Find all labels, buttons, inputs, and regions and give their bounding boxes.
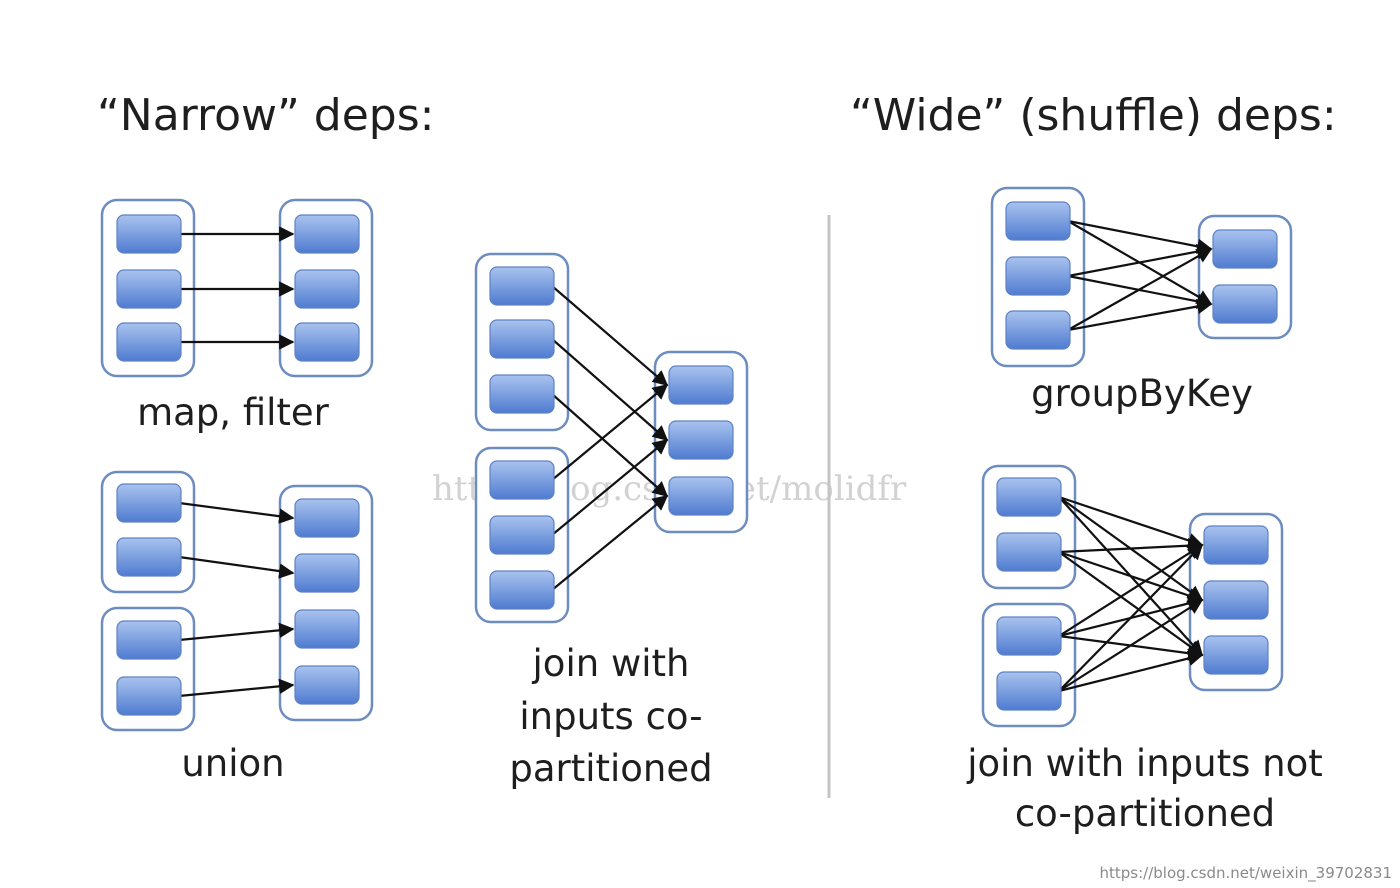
partition-uniR-3 xyxy=(294,609,360,649)
source-credit: https://blog.csdn.net/weixin_39702831 xyxy=(1099,864,1392,883)
partition-cpA-3 xyxy=(489,374,555,414)
groupbykey-caption: groupByKey xyxy=(1031,372,1253,415)
partition-mapL-3 xyxy=(116,322,182,362)
partition-gbL-3 xyxy=(1005,310,1071,350)
partitions xyxy=(116,201,1278,716)
partition-cpR-2 xyxy=(668,420,734,460)
dependency-arrow-25 xyxy=(1058,551,1204,656)
dependency-arrow-13 xyxy=(551,495,669,591)
partition-mapL-1 xyxy=(116,214,182,254)
partition-cpR-1 xyxy=(668,365,734,405)
dependency-arrow-12 xyxy=(551,439,669,536)
dependency-arrow-6 xyxy=(178,622,295,642)
partition-ncB-1 xyxy=(996,616,1062,656)
partition-gbR-2 xyxy=(1212,284,1278,324)
partition-mapR-1 xyxy=(294,214,360,254)
partition-cpA-1 xyxy=(489,266,555,306)
partition-ncA-1 xyxy=(996,477,1062,517)
partition-ncA-2 xyxy=(996,532,1062,572)
union-caption: union xyxy=(181,742,284,785)
dependency-arrow-19 xyxy=(1067,298,1213,332)
partition-uniB-2 xyxy=(116,676,182,716)
dependency-arrow-7 xyxy=(178,678,295,698)
dependency-arrow-31 xyxy=(1058,650,1204,693)
partition-cpB-3 xyxy=(489,570,555,610)
partition-cpA-2 xyxy=(489,319,555,359)
dependency-arrow-5 xyxy=(178,555,295,579)
narrow-deps-heading: “Narrow” deps: xyxy=(97,90,434,141)
dependency-arrow-10 xyxy=(551,393,669,498)
partition-uniA-2 xyxy=(116,537,182,577)
dependency-arrow-24 xyxy=(1058,550,1204,603)
partition-uniR-2 xyxy=(294,553,360,593)
dependency-arrow-29 xyxy=(1058,543,1204,692)
join-noncopart-caption-line-1: join with inputs not xyxy=(966,742,1322,785)
partition-mapR-3 xyxy=(294,322,360,362)
partition-uniB-1 xyxy=(116,620,182,660)
partition-gbR-1 xyxy=(1212,229,1278,269)
dependency-arrow-8 xyxy=(551,285,669,387)
partition-cpB-1 xyxy=(489,460,555,500)
join-copart-caption-line-1: join with xyxy=(532,642,690,685)
partition-gbL-2 xyxy=(1005,256,1071,296)
dependency-arrow-18 xyxy=(1067,248,1213,331)
dependency-arrows xyxy=(178,219,1213,698)
dependency-arrow-16 xyxy=(1067,244,1213,278)
union-child-rdd xyxy=(278,484,374,722)
join-copart-caption-line-2: inputs co- xyxy=(519,695,702,738)
dependency-arrow-30 xyxy=(1058,599,1204,692)
dependency-arrow-23 xyxy=(1058,537,1204,554)
join-noncopart-caption-line-2: co-partitioned xyxy=(1015,792,1275,835)
dependency-arrow-9 xyxy=(551,338,669,442)
partition-ncR-2 xyxy=(1203,580,1269,620)
partition-ncR-3 xyxy=(1203,635,1269,675)
wide-deps-heading: “Wide” (shuffle) deps: xyxy=(850,90,1337,141)
partition-gbL-1 xyxy=(1005,201,1071,241)
partition-mapL-2 xyxy=(116,269,182,309)
partition-mapR-2 xyxy=(294,269,360,309)
dependency-arrow-4 xyxy=(178,501,295,524)
partition-ncB-2 xyxy=(996,671,1062,711)
partition-cpR-3 xyxy=(668,476,734,516)
dependency-arrow-20 xyxy=(1058,495,1204,548)
join-copart-caption-line-3: partitioned xyxy=(509,747,712,790)
partition-uniR-1 xyxy=(294,498,360,538)
partition-uniR-4 xyxy=(294,665,360,705)
partition-cpB-2 xyxy=(489,515,555,555)
partition-ncR-1 xyxy=(1203,525,1269,565)
dependency-arrow-11 xyxy=(551,384,669,481)
dependency-arrow-26 xyxy=(1058,544,1204,637)
partition-uniA-1 xyxy=(116,483,182,523)
dependency-arrow-14 xyxy=(1067,219,1213,254)
map-filter-caption: map, filter xyxy=(137,391,330,434)
